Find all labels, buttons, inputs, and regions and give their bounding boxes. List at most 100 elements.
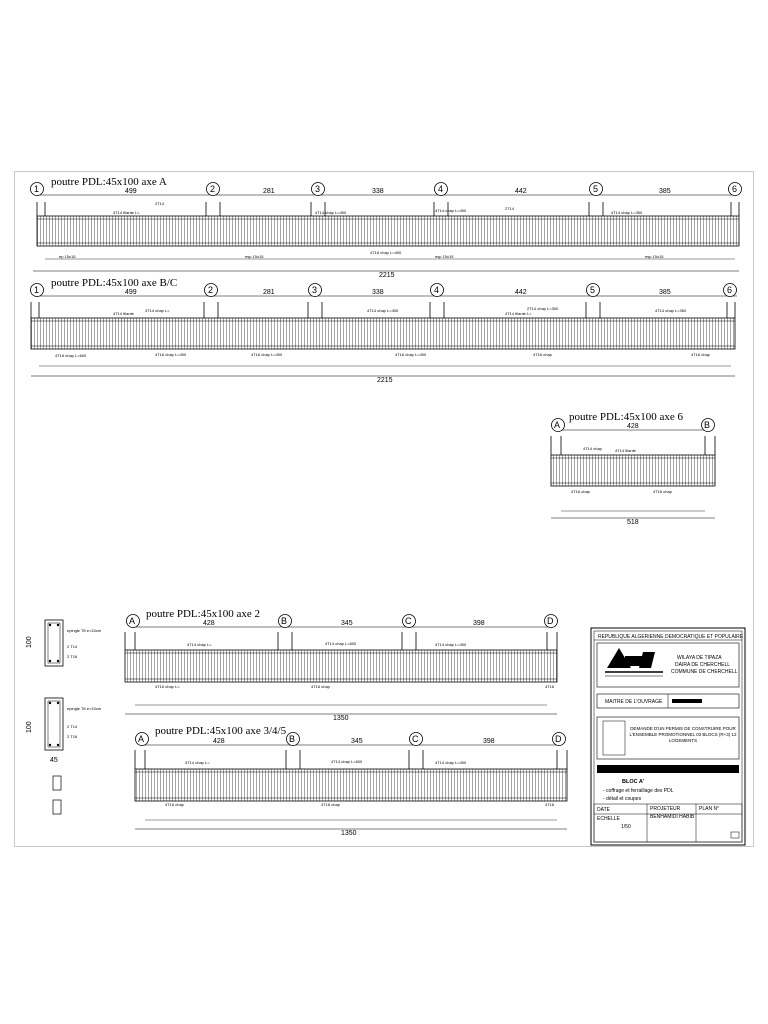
svg-text:4T16 chap L=400: 4T16 chap L=400: [155, 352, 187, 357]
beam-title: poutre PDL:45x100 axe A: [51, 176, 167, 188]
svg-text:4T14 filante L=: 4T14 filante L=: [505, 311, 532, 316]
scale-value: 1/50: [621, 824, 631, 830]
span-label: 499: [125, 188, 137, 195]
svg-text:5: 5: [590, 285, 595, 295]
span-label: 442: [515, 289, 527, 296]
svg-text:2T14: 2T14: [505, 206, 515, 211]
svg-text:4T16 chap L=400: 4T16 chap L=400: [370, 250, 402, 255]
span-label: 338: [372, 188, 384, 195]
span-label: 428: [203, 620, 215, 627]
drawing-item: - détail et coupes: [603, 796, 642, 802]
svg-text:4T14 chap L=600: 4T14 chap L=600: [325, 641, 357, 646]
svg-text:2 T16: 2 T16: [67, 734, 78, 739]
span-label: 442: [515, 188, 527, 195]
republic-header: REPUBLIQUE ALGERIENNE DEMOCRATIQUE ET PO…: [598, 634, 744, 640]
beam-axe-a: poutre PDL:45x100 axe A 499 281 338 442 …: [30, 176, 742, 279]
svg-text:4T16 chap L=400: 4T16 chap L=400: [395, 352, 427, 357]
bloc-label: BLOC A': [622, 779, 645, 785]
svg-text:4T14 chap L=400: 4T14 chap L=400: [435, 208, 467, 213]
svg-text:4T16 chap: 4T16 chap: [691, 352, 711, 357]
svg-text:4T16 chap: 4T16 chap: [653, 489, 673, 494]
total-length: 1350: [341, 830, 357, 837]
svg-text:4T14 chap: 4T14 chap: [583, 446, 603, 451]
logo: [605, 648, 663, 677]
svg-text:4T14 chap L=400: 4T14 chap L=400: [315, 210, 347, 215]
axis-marker: 4: [434, 182, 448, 196]
span-label: 385: [659, 188, 671, 195]
svg-text:1: 1: [34, 184, 39, 194]
wilaya: WILAYA DE TIPAZA: [677, 655, 722, 661]
section-width: 45: [50, 757, 58, 764]
beam-title: poutre PDL:45x100 axe 6: [569, 411, 683, 423]
beam-title: poutre PDL:45x100 axe 2: [146, 608, 260, 620]
span-label: 338: [372, 289, 384, 296]
svg-text:D: D: [547, 616, 554, 626]
svg-text:4T14 chap L=350: 4T14 chap L=350: [611, 210, 643, 215]
beam-title: poutre PDL:45x100 axe 3/4/5: [155, 725, 287, 737]
beam-body: [30, 317, 736, 350]
svg-text:4T14 chap L=400: 4T14 chap L=400: [435, 760, 467, 765]
svg-text:2 T16: 2 T16: [67, 654, 78, 659]
svg-text:1: 1: [34, 285, 39, 295]
svg-text:esp 15x15: esp 15x15: [245, 254, 264, 259]
axis-marker: 5: [589, 182, 603, 196]
span-label: 428: [213, 738, 225, 745]
svg-text:B: B: [281, 616, 287, 626]
drawing-item: - coffrage et ferraillage des PDL: [603, 788, 674, 794]
total-length: 518: [627, 519, 639, 526]
owner-label: MAITRE DE L'OUVRAGE: [605, 699, 663, 705]
axis-marker: 2: [204, 283, 218, 297]
axis-marker: C: [402, 614, 416, 628]
svg-text:2T14 chap L=300: 2T14 chap L=300: [527, 306, 559, 311]
svg-text:4T16 chap: 4T16 chap: [571, 489, 591, 494]
total-length: 1350: [333, 715, 349, 722]
svg-text:esp 15x15: esp 15x15: [435, 254, 454, 259]
span-label: 281: [263, 188, 275, 195]
span-label: 385: [659, 289, 671, 296]
svg-text:2T14: 2T14: [155, 201, 165, 206]
axis-marker: A: [551, 418, 565, 432]
total-length: 2215: [377, 377, 393, 384]
beam-axe-6: poutre PDL:45x100 axe 6 428 A B 4T14 fil…: [550, 411, 716, 526]
date-label: DATE: [597, 807, 611, 813]
designer-label: PROJETEUR: [650, 806, 681, 812]
svg-text:A: A: [129, 616, 135, 626]
span-label: 499: [125, 289, 137, 296]
title-block: REPUBLIQUE ALGERIENNE DEMOCRATIQUE ET PO…: [590, 627, 746, 846]
svg-text:4T14 chap L=400: 4T14 chap L=400: [435, 642, 467, 647]
axis-marker: D: [544, 614, 558, 628]
svg-text:D: D: [555, 734, 562, 744]
svg-text:2: 2: [208, 285, 213, 295]
span-label: 281: [263, 289, 275, 296]
axis-marker: C: [409, 732, 423, 746]
svg-text:4T16: 4T16: [545, 802, 555, 807]
svg-text:4T14 chap L=400: 4T14 chap L=400: [367, 308, 399, 313]
daira: DAIRA DE CHERCHELL: [675, 662, 730, 668]
beam-axe-345: poutre PDL:45x100 axe 3/4/5 428 345 398 …: [134, 725, 568, 837]
svg-text:C: C: [405, 616, 412, 626]
section-height: 100: [26, 721, 33, 733]
scale-label: ECHELLE: [597, 816, 620, 822]
svg-text:B: B: [289, 734, 295, 744]
axis-marker: 2: [206, 182, 220, 196]
svg-text:4T14 chap L=: 4T14 chap L=: [187, 642, 212, 647]
svg-text:5: 5: [593, 184, 598, 194]
svg-text:4T14 chap L=350: 4T14 chap L=350: [655, 308, 687, 313]
commune: COMMUNE DE CHERCHELL: [671, 669, 738, 675]
axis-marker: D: [552, 732, 566, 746]
axis-marker: 3: [308, 283, 322, 297]
svg-text:esp 15x15: esp 15x15: [645, 254, 664, 259]
axis-marker: 5: [586, 283, 600, 297]
axis-marker: B: [278, 614, 292, 628]
span-label: 398: [483, 738, 495, 745]
svg-text:4: 4: [434, 285, 439, 295]
svg-text:6: 6: [732, 184, 737, 194]
svg-text:4T16 chap L=: 4T16 chap L=: [155, 684, 180, 689]
plan-label: PLAN N°: [699, 806, 719, 812]
drawing-canvas: poutre PDL:45x100 axe A 499 281 338 4 4 2 …: [26, 176, 746, 846]
axis-marker: 6: [723, 283, 737, 297]
span-label: 398: [473, 620, 485, 627]
svg-text:4T16 chap: 4T16 chap: [311, 684, 331, 689]
